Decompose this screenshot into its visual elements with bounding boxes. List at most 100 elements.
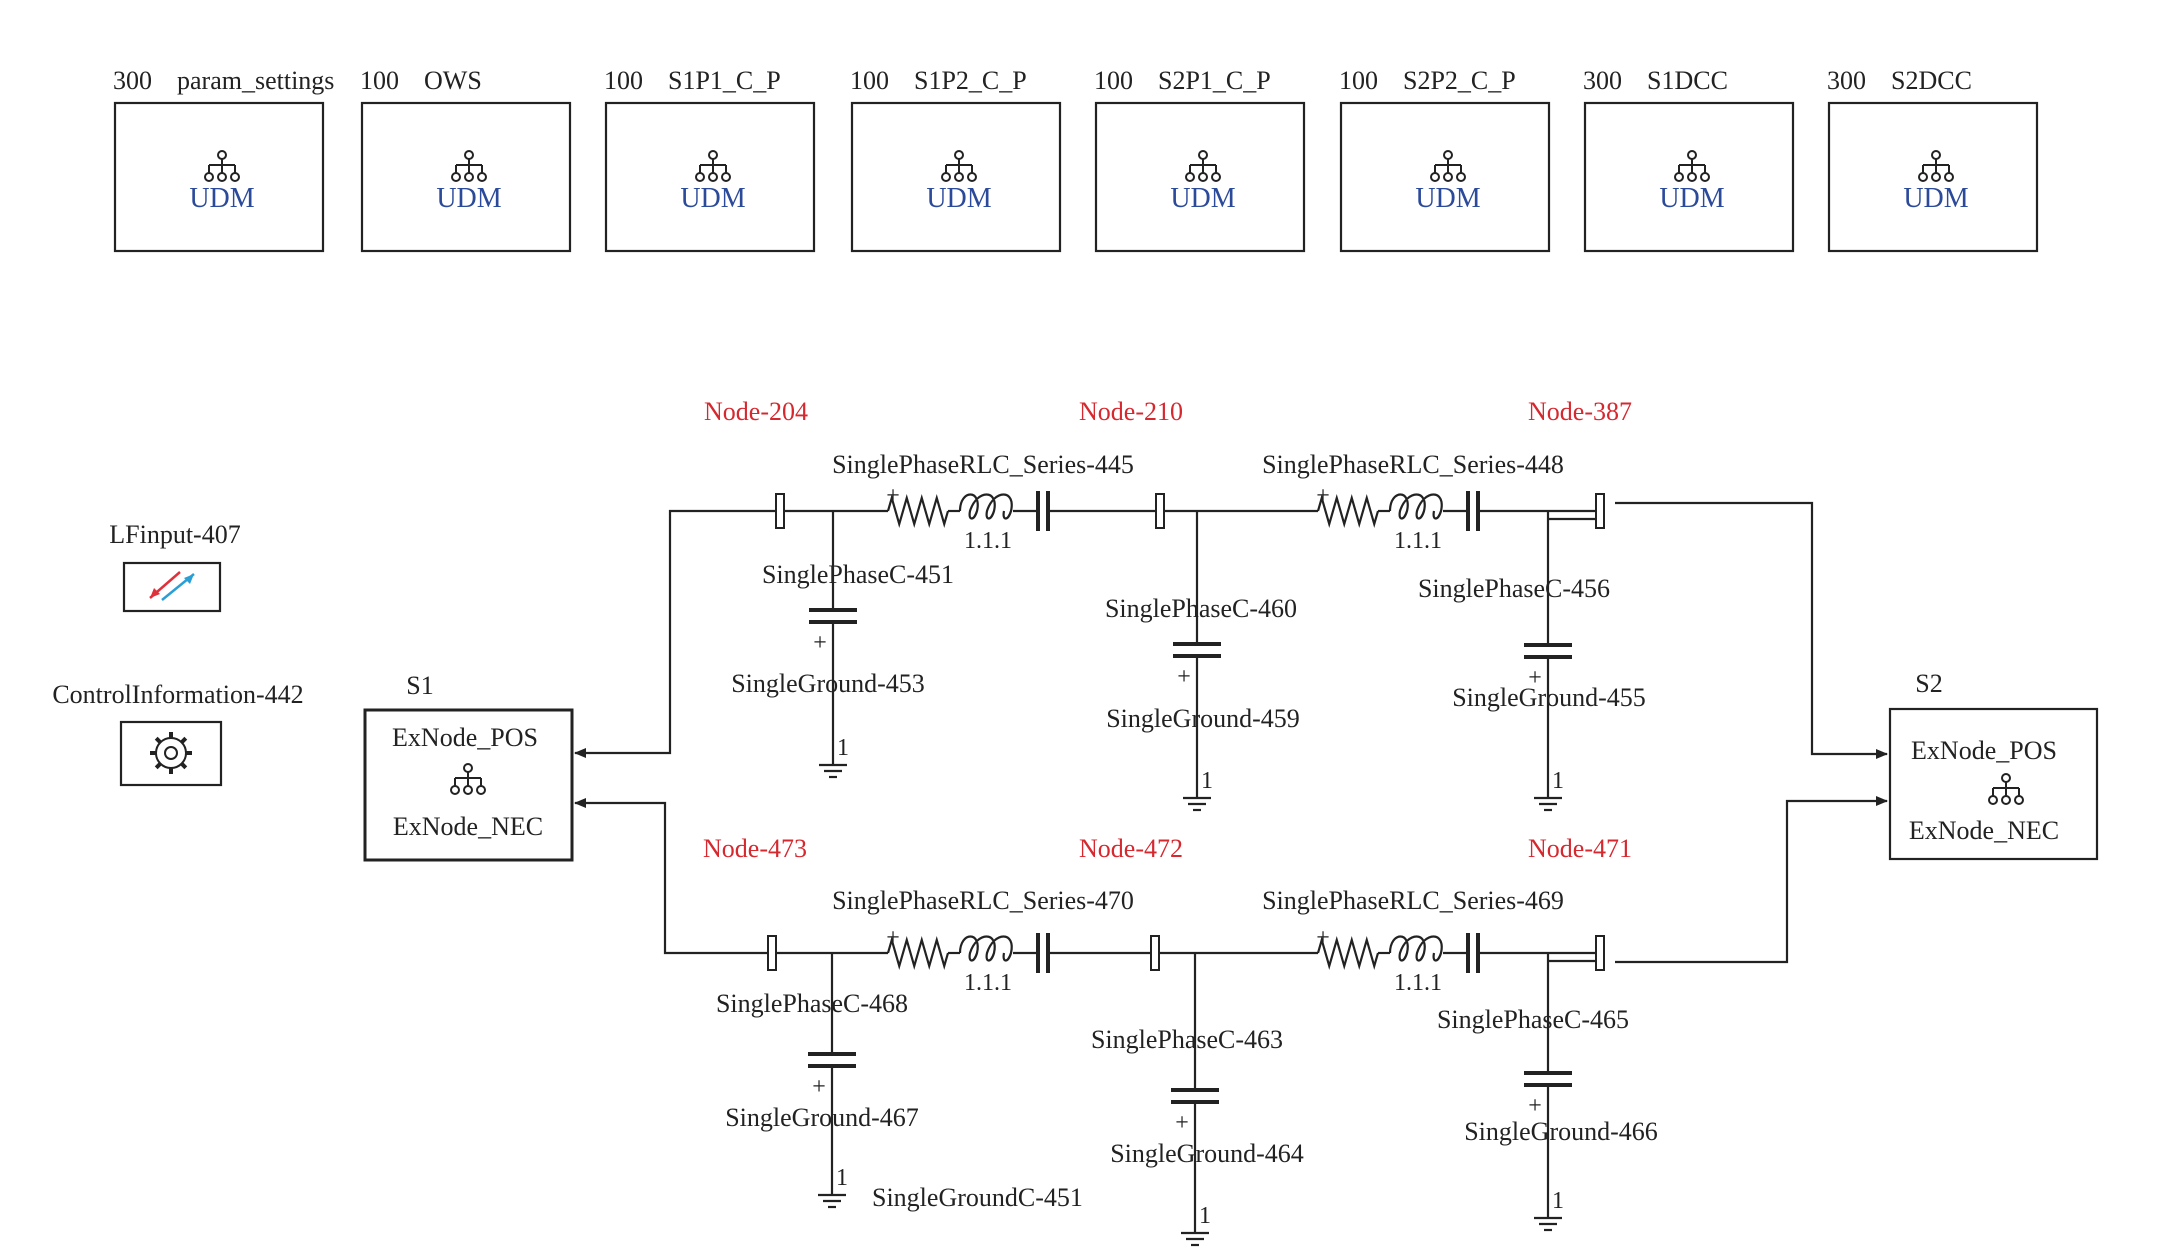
module-level: 100 (1094, 66, 1133, 95)
inductor-symbol (1388, 935, 1443, 962)
shunt-cap-label: SinglePhaseC-451 (762, 560, 954, 589)
node-bus-marker (775, 493, 785, 529)
rlc-label: SinglePhaseRLC_Series-469 (1262, 886, 1564, 915)
module-level: 100 (850, 66, 889, 95)
shunt-cap-label: SinglePhaseC-463 (1091, 1025, 1283, 1054)
rlc-series-element[interactable]: + (886, 925, 1050, 973)
s1-nec-port: ExNode_NEC (393, 812, 543, 841)
node-label: Node-387 (1528, 397, 1632, 426)
inductor-symbol (958, 493, 1013, 520)
station-s1-block[interactable]: ExNode_POS ExNode_NEC (363, 708, 574, 862)
node-label: Node-210 (1079, 397, 1183, 426)
ground-icon (819, 763, 847, 779)
shunt-capacitor-branch[interactable]: +1 (1171, 953, 1219, 1247)
module-5[interactable]: 100 S2P1_C_P UDM (1094, 66, 1306, 253)
rlc-label: SinglePhaseRLC_Series-448 (1262, 450, 1564, 479)
udm-label: UDM (926, 183, 991, 214)
node-label: Node-473 (703, 834, 807, 863)
udm-label: UDM (189, 183, 254, 214)
module-level: 300 (113, 66, 152, 95)
node-bus-marker (1595, 935, 1605, 971)
node-bus-marker (767, 935, 777, 971)
shunt-cap-label: SinglePhaseC-456 (1418, 574, 1610, 603)
rlc-label: SinglePhaseRLC_Series-470 (832, 886, 1134, 915)
resistor-symbol (1316, 494, 1380, 528)
ground-pin-number: 1 (1199, 1203, 1211, 1229)
udm-label: UDM (1170, 183, 1235, 214)
shunt-capacitor-branch[interactable]: +1 (808, 953, 856, 1209)
ground-pin-number: 1 (1552, 768, 1564, 794)
station-s2-name: S2 (1915, 669, 1942, 698)
udm-label: UDM (1659, 183, 1724, 214)
gear-icon (150, 732, 192, 774)
ground-icon (1534, 1216, 1562, 1232)
module-level: 300 (1583, 66, 1622, 95)
s1-pos-port: ExNode_POS (392, 723, 538, 752)
node-bus-marker (1150, 935, 1160, 971)
module-7[interactable]: 300 S1DCC UDM (1583, 66, 1795, 253)
ground-pin-number: 1 (1201, 768, 1213, 794)
shunt-capacitor-branch[interactable]: +1 (809, 511, 857, 779)
ground-label: SingleGround-466 (1464, 1117, 1658, 1146)
module-level: 100 (360, 66, 399, 95)
ground-pin-number: 1 (837, 735, 849, 761)
top-dc-line: Node-204 Node-210 Node-387 + SinglePhaseRLC_… (704, 397, 1646, 812)
ground-icon (1534, 796, 1562, 812)
rlc-value: 1.1.1 (1394, 970, 1442, 996)
shunt-capacitor-branch[interactable]: +1 (1173, 511, 1221, 812)
module-name: S1P2_C_P (914, 66, 1027, 95)
ground-label: SingleGround-459 (1106, 704, 1300, 733)
rlc-value: 1.1.1 (964, 970, 1012, 996)
shunt-capacitor-branch[interactable]: +1 (1524, 953, 1572, 1232)
ground-icon (1183, 796, 1211, 812)
rlc-value: 1.1.1 (964, 528, 1012, 554)
rlc-value: 1.1.1 (1394, 528, 1442, 554)
module-name: S1DCC (1647, 66, 1728, 95)
plus-sign: + (812, 1074, 826, 1100)
plus-sign: + (813, 630, 827, 656)
resistor-symbol (886, 494, 950, 528)
ground-label: SingleGround-453 (731, 669, 925, 698)
udm-label: UDM (1903, 183, 1968, 214)
connection-wires (574, 501, 1888, 964)
inductor-symbol (958, 935, 1013, 962)
plus-sign: + (1175, 1110, 1189, 1136)
s2-nec-port: ExNode_NEC (1909, 816, 2059, 845)
resistor-symbol (1316, 936, 1380, 970)
s2-pos-port: ExNode_POS (1911, 736, 2057, 765)
shunt-cap-label: SinglePhaseC-460 (1105, 594, 1297, 623)
plus-sign: + (1528, 665, 1542, 691)
rlc-series-element[interactable]: + (1316, 925, 1480, 973)
module-name: param_settings (177, 66, 334, 95)
lfinput-block[interactable] (122, 561, 222, 613)
lfinput-label: LFinput-407 (109, 520, 240, 549)
shunt-cap-label: SinglePhaseC-465 (1437, 1005, 1629, 1034)
module-name: S1P1_C_P (668, 66, 781, 95)
ground-icon (1181, 1231, 1209, 1247)
ground-label: SingleGround-464 (1110, 1139, 1304, 1168)
bottom-dc-line: Node-473 Node-472 Node-471 + SinglePhaseRLC_… (703, 834, 1658, 1247)
rlc-series-element[interactable]: + (1316, 483, 1480, 531)
node-label: Node-471 (1528, 834, 1632, 863)
node-label: Node-204 (704, 397, 808, 426)
module-level: 300 (1827, 66, 1866, 95)
ground-pin-number: 1 (836, 1165, 848, 1191)
ground-label: SingleGround-467 (725, 1103, 919, 1132)
node-label: Node-472 (1079, 834, 1183, 863)
ground-icon (818, 1193, 846, 1209)
rlc-series-element[interactable]: + (886, 483, 1050, 531)
module-name: S2P1_C_P (1158, 66, 1271, 95)
node-bus-marker (1155, 493, 1165, 529)
station-s2-block[interactable]: ExNode_POS ExNode_NEC (1888, 707, 2099, 861)
plus-sign: + (1177, 664, 1191, 690)
control-info-block[interactable] (119, 720, 223, 787)
resistor-symbol (886, 936, 950, 970)
module-4[interactable]: 100 S1P2_C_P UDM (850, 66, 1062, 253)
shunt-capacitor-branch[interactable]: +1 (1524, 511, 1572, 812)
